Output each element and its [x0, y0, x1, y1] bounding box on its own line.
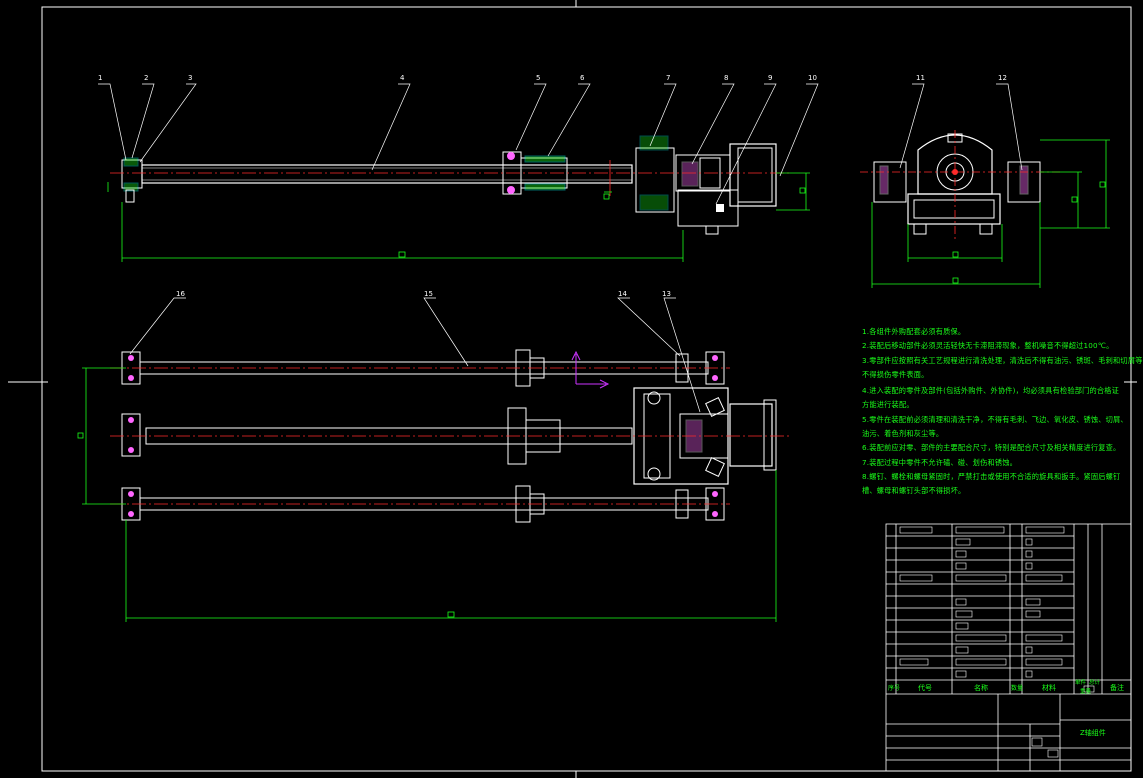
balloon-2: 2 [144, 74, 149, 82]
drawing-title: Z轴组件 [1080, 729, 1106, 737]
tech-note-7: 7.装配过程中零件不允许磕、碰、划伤和锈蚀。 [862, 458, 1018, 467]
balloon-3: 3 [188, 74, 193, 82]
balloon-7: 7 [666, 74, 671, 82]
header-material: 材料 [1042, 684, 1056, 692]
tech-note-3: 3.零部件应按照有关工艺规程进行清洗处理，清洗后不得有油污、锈斑、毛刺和切屑等 [862, 356, 1143, 365]
header-total: 总计 [1089, 680, 1101, 686]
balloon-1: 1 [98, 74, 103, 82]
balloon-12: 12 [998, 74, 1007, 82]
header-remark: 备注 [1110, 684, 1124, 692]
balloon-9: 9 [768, 74, 773, 82]
drawing-frame [8, 0, 1137, 778]
header-code: 代号 [918, 684, 932, 692]
balloon-leaders-front [98, 83, 819, 205]
balloon-4: 4 [400, 74, 405, 82]
balloon-14: 14 [618, 290, 627, 298]
tech-note-1: 1.各组件外购配套必须有质保。 [862, 327, 966, 336]
parts-list-table [885, 523, 1132, 772]
front-view [107, 135, 810, 262]
balloon-15: 15 [424, 290, 433, 298]
balloon-6: 6 [580, 74, 585, 82]
balloon-8: 8 [724, 74, 729, 82]
balloon-10: 10 [808, 74, 817, 82]
tech-note-5: 5.零件在装配前必须清理和清洗干净，不得有毛刺、飞边、氧化皮、锈蚀、切屑、 [862, 415, 1128, 424]
header-name: 名称 [974, 684, 988, 692]
header-weight: 重量 [1080, 689, 1092, 695]
side-view [860, 83, 1110, 288]
balloon-13: 13 [662, 290, 671, 298]
tech-note-4: 4.进入装配的零件及部件(包括外购件、外协件)，均必须具有检验部门的合格证 [862, 386, 1120, 395]
balloon-11: 11 [916, 74, 925, 82]
top-view [77, 297, 790, 622]
header-unit: 单件 [1075, 680, 1087, 686]
tech-note-5b: 油污、着色剂和灰尘等。 [862, 429, 944, 438]
tech-note-8b: 槽、螺母和螺钉头部不得损坏。 [862, 486, 966, 495]
tech-note-8: 8.螺钉、螺栓和螺母紧固时，严禁打击或使用不合适的旋具和扳手。紧固后螺钉 [862, 472, 1121, 481]
tech-note-4b: 方能进行装配。 [862, 400, 914, 409]
balloon-16: 16 [176, 290, 185, 298]
table-cell-marks [899, 526, 1095, 758]
tech-note-6: 6.装配前应对零、部件的主要配合尺寸，特别是配合尺寸及相关精度进行复查。 [862, 443, 1121, 452]
tech-note-3b: 不得损伤零件表面。 [862, 370, 929, 379]
tech-note-2: 2.装配后移动部件必须灵活轻快无卡滞阻滞现象，整机噪音不得超过100℃。 [862, 341, 1114, 350]
balloon-5: 5 [536, 74, 541, 82]
header-qty: 数量 [1011, 685, 1024, 692]
header-seq: 序号 [888, 685, 901, 692]
